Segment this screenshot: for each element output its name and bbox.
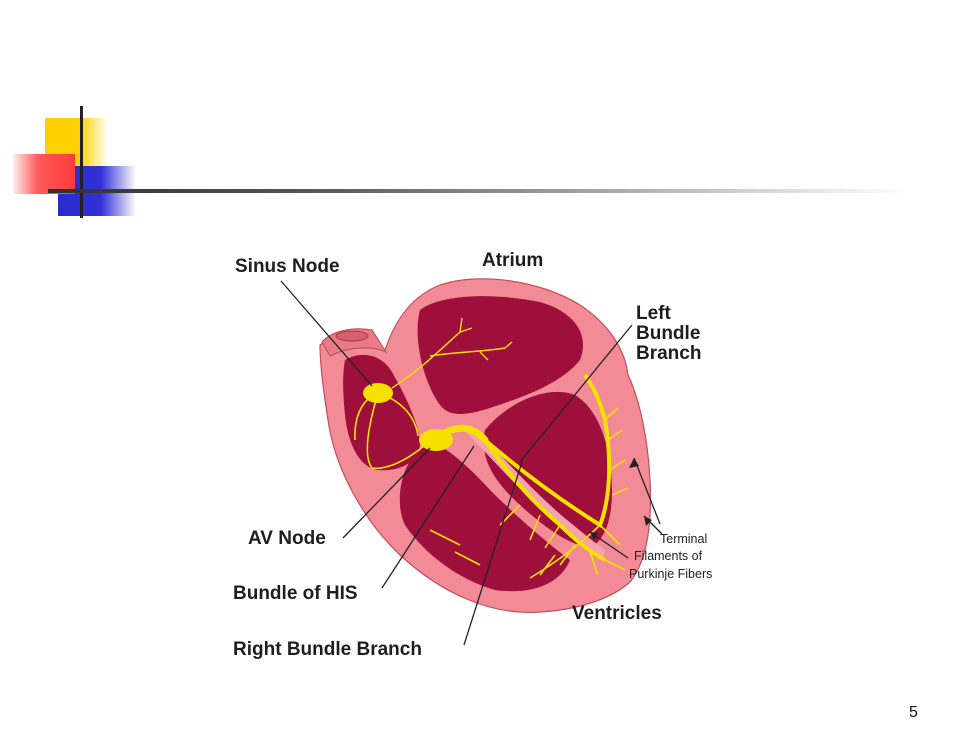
label-purkinje-line3: Purkinje Fibers — [629, 567, 713, 581]
right-ventricle-chamber — [399, 440, 570, 592]
header-vertical-rule — [80, 106, 83, 218]
label-atrium: Atrium — [482, 250, 544, 271]
label-left-bundle-branch-line1: Left — [636, 303, 671, 324]
label-purkinje-line1: Terminal — [660, 532, 708, 546]
header-horizontal-rule — [48, 189, 908, 193]
internodal-tract — [354, 392, 426, 470]
label-av-node: AV Node — [248, 528, 326, 549]
header-red-square — [13, 154, 75, 194]
aorta-opening — [335, 330, 369, 342]
left-atrium-chamber — [417, 296, 584, 414]
label-ventricles: Ventricles — [572, 603, 662, 624]
atrial-branches — [391, 317, 513, 389]
leader-lines — [280, 280, 663, 646]
bundle-of-his — [436, 424, 489, 444]
label-left-bundle-branch-line2: Bundle — [636, 323, 701, 344]
left-bundle-branch — [483, 373, 612, 528]
label-bundle-of-his: Bundle of HIS — [233, 583, 358, 604]
label-purkinje-line2: Filaments of — [634, 549, 703, 563]
page-number: 5 — [909, 704, 918, 721]
left-ventricle-chamber — [483, 391, 612, 548]
purkinje-fibers — [429, 407, 629, 579]
label-sinus-node: Sinus Node — [235, 256, 340, 277]
label-right-bundle-branch: Right Bundle Branch — [233, 639, 422, 660]
right-atrium-chamber — [343, 354, 420, 471]
leader-arrowheads — [590, 458, 652, 540]
right-bundle-branch — [483, 438, 606, 562]
label-left-bundle-branch-line3: Branch — [636, 343, 702, 364]
